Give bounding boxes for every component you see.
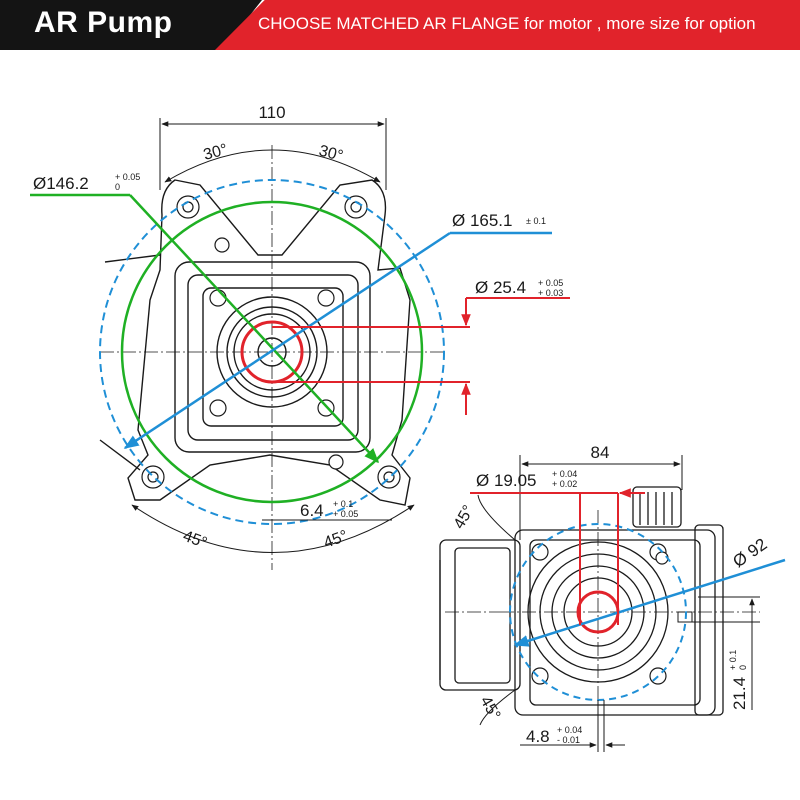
dim-110 (159, 118, 387, 190)
key-width-value: 4.8 (526, 727, 550, 746)
front-pump-body (99, 179, 411, 506)
red-dia-tol-lower: + 0.03 (538, 288, 563, 298)
green-dia-tol-lower: 0 (115, 182, 120, 192)
dim-key-width (520, 700, 625, 752)
angle-30-left: 30° (202, 141, 230, 164)
side-angle-top: 45° (451, 503, 478, 532)
green-dia-tol-upper: + 0.05 (115, 172, 140, 182)
key-height-tol-lower: 0 (738, 665, 748, 670)
red-dia-leader (272, 297, 570, 415)
technical-drawing: 110 30° 30° 45° 45° Ø146.2 + 0.05 0 Ø 16… (30, 103, 786, 752)
side-red-dia-tol-lower: + 0.02 (552, 479, 577, 489)
angle-45-right: 45° (322, 528, 351, 552)
dim-84 (519, 455, 683, 540)
banner-subtitle-panel (215, 0, 800, 50)
dim-84-label: 84 (591, 443, 610, 462)
green-dia-value: Ø146.2 (33, 174, 89, 193)
angle-arc-bottom (131, 504, 415, 553)
banner-title-panel (0, 0, 262, 50)
side-blue-dia-leader (513, 558, 786, 647)
red-dia-tol-upper: + 0.05 (538, 278, 563, 288)
blue-dia-leader (123, 231, 552, 450)
side-bolt-holes (531, 543, 669, 685)
green-dia-leader (30, 193, 380, 464)
key-height-tol-upper: + 0.1 (728, 650, 738, 670)
dim-key-height (692, 596, 760, 710)
angle-45-left: 45° (181, 528, 210, 552)
front-pilot-circle (120, 200, 424, 504)
angle-30-right: 30° (317, 142, 345, 165)
banner-title: AR Pump (34, 6, 173, 39)
pilot-depth-tol-upper: + 0.1 (333, 499, 353, 509)
banner-subtitle: CHOOSE MATCHED AR FLANGE for motor , mor… (258, 14, 756, 33)
pilot-depth-value: 6.4 (300, 501, 324, 520)
blue-dia-value: Ø 165.1 (452, 211, 513, 230)
front-centerlines (100, 145, 445, 570)
pilot-depth-tol-lower: + 0.05 (333, 509, 358, 519)
side-red-dia-value: Ø 19.05 (476, 471, 537, 490)
key-width-tol-lower: - 0.01 (557, 735, 580, 745)
blue-dia-tol: ± 0.1 (526, 216, 546, 226)
side-angle-arc-top (477, 494, 516, 541)
side-angle-bottom: 45° (477, 694, 504, 723)
dim-110-label: 110 (258, 103, 285, 122)
side-red-dia-tol-upper: + 0.04 (552, 469, 577, 479)
red-dia-value: Ø 25.4 (475, 278, 526, 297)
side-pump-body (439, 486, 724, 716)
angle-arc-top (164, 149, 381, 183)
side-view: 84 45° 45° Ø 92 Ø 19.05 + 0.04 + 0.02 4.… (439, 443, 786, 752)
key-height-value: 21.4 (730, 677, 749, 710)
side-angle-arc-bottom (479, 689, 516, 726)
front-view: 110 30° 30° 45° 45° Ø146.2 + 0.05 0 Ø 16… (30, 103, 570, 570)
side-red-dia-leader (470, 488, 645, 625)
header-banner: AR Pump CHOOSE MATCHED AR FLANGE for mot… (0, 0, 800, 50)
key-width-tol-upper: + 0.04 (557, 725, 582, 735)
